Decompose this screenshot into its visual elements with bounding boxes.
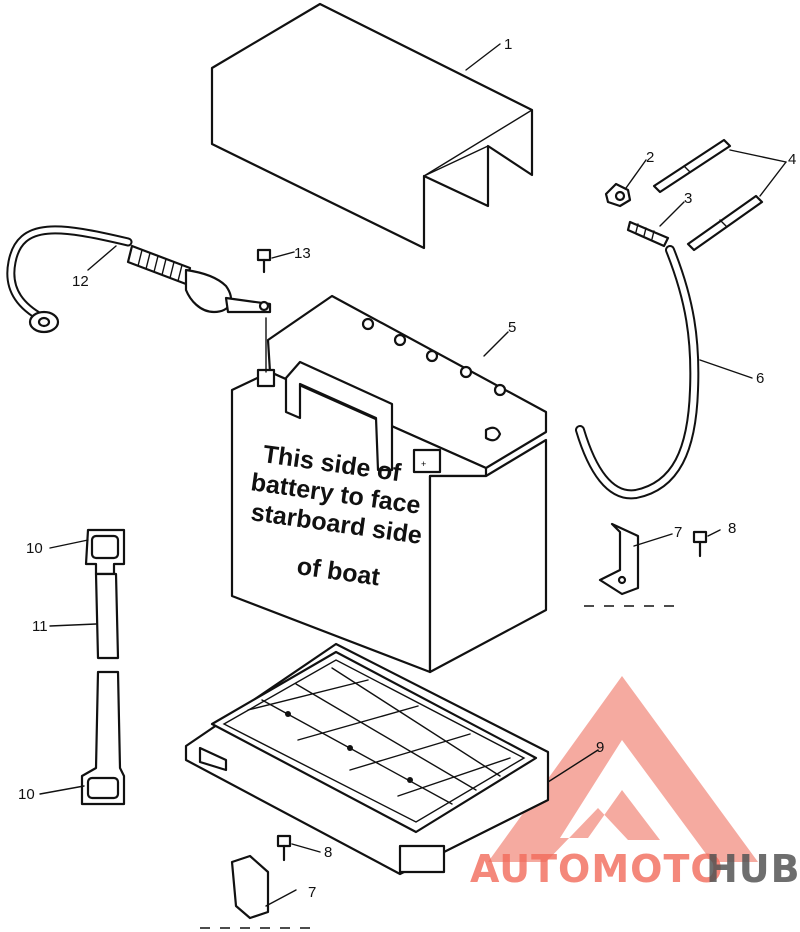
callout-7-lower: 7 — [308, 884, 316, 901]
callout-4: 4 — [788, 151, 796, 168]
positive-terminal — [412, 448, 442, 474]
callout-12: 12 — [72, 273, 89, 290]
tie-rods — [652, 138, 764, 252]
callout-11: 11 — [32, 618, 48, 635]
callout-9: 9 — [596, 739, 604, 756]
negative-cable — [6, 225, 272, 334]
callout-6: 6 — [756, 370, 764, 387]
callout-5: 5 — [508, 319, 516, 336]
callout-2: 2 — [646, 149, 654, 166]
watermark-logo — [488, 676, 758, 862]
callout-8-lower: 8 — [324, 844, 332, 861]
battery-tray — [184, 642, 550, 876]
watermark-text-part2: HUB — [706, 847, 800, 891]
positive-terminal-fitting — [626, 220, 670, 248]
battery: + This side of battery to face starboard… — [230, 294, 548, 674]
battery-vent-caps — [361, 317, 507, 397]
mounting-bracket-lower — [200, 834, 320, 929]
battery-cover — [210, 2, 534, 250]
callout-10-lower: 10 — [18, 786, 35, 803]
leader-lines — [39, 43, 787, 907]
callout-8-upper: 8 — [728, 520, 736, 537]
watermark-text: AUTOMOTO HUB — [470, 847, 800, 891]
callout-1: 1 — [504, 36, 512, 53]
terminal-bolt — [256, 248, 272, 373]
positive-terminal-mark: + — [421, 459, 426, 469]
battery-vent — [484, 426, 502, 442]
callout-10-upper: 10 — [26, 540, 43, 557]
hold-down-strap — [80, 528, 126, 806]
callouts: 1 2 3 4 5 6 7 8 9 10 11 10 12 13 8 7 — [18, 36, 796, 901]
positive-cable — [575, 245, 700, 500]
watermark-text-part1: AUTOMOTO — [470, 847, 724, 891]
callout-7-upper: 7 — [674, 524, 682, 541]
cable-spring — [137, 249, 183, 282]
mounting-bracket-upper — [584, 522, 708, 607]
callout-13: 13 — [294, 245, 311, 262]
terminal-nut — [604, 182, 632, 208]
callout-3: 3 — [684, 190, 692, 207]
